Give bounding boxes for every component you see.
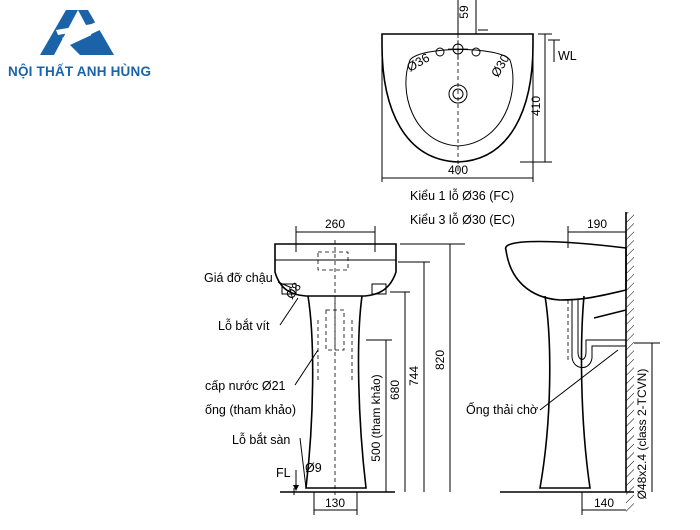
basin-side — [505, 240, 627, 301]
tap-hole-left — [435, 47, 445, 57]
dim-140: 140 — [594, 496, 614, 510]
label-hole-30: Ø30 — [488, 52, 512, 80]
label-screw-hole: Lỗ bắt vít — [218, 318, 270, 333]
dim-744: 744 — [407, 366, 421, 386]
dim-400: 400 — [448, 163, 468, 177]
label-floor-hole: Lỗ bắt sàn — [232, 432, 290, 447]
note-ec: Kiểu 3 lỗ Ø30 (EC) — [410, 212, 515, 227]
tap-hidden — [317, 251, 349, 271]
label-supply-ref: ống (tham khảo) — [205, 403, 296, 417]
basin-bowl-top — [405, 49, 514, 147]
dim-130: 130 — [325, 496, 345, 510]
label-d8: Ø8 — [283, 280, 304, 302]
bracket-right — [371, 283, 387, 295]
dim-410: 410 — [529, 96, 543, 116]
dim-820: 820 — [433, 350, 447, 370]
pedestal-front — [305, 295, 367, 489]
label-bracket: Giá đỡ chậu — [204, 271, 273, 285]
side-view: 190 140 Ø48x2.4 (class 2-TCVN) Ống thải … — [466, 212, 660, 515]
brand-name: NỘI THẤT ANH HÙNG — [8, 64, 152, 79]
note-fc: Kiểu 1 lỗ Ø36 (FC) — [410, 188, 514, 203]
label-supply: cấp nước Ø21 — [205, 379, 286, 393]
wall — [626, 212, 634, 512]
label-wl: WL — [558, 49, 577, 63]
dim-680: 680 — [388, 380, 402, 400]
dim-190: 190 — [587, 217, 607, 231]
dim-500: 500 (tham khảo) — [369, 374, 383, 461]
pedestal-side — [539, 295, 591, 489]
label-d9: Ø9 — [305, 461, 322, 475]
label-fl: FL — [276, 466, 291, 480]
front-view: 260 130 820 744 680 500 (tham khảo) Giá … — [204, 217, 465, 515]
label-pipe-spec: Ø48x2.4 (class 2-TCVN) — [635, 369, 649, 500]
bracket-left — [281, 283, 297, 295]
brand-logo-mark — [40, 10, 130, 55]
tap-hole-right — [471, 47, 481, 57]
brand-logo: NỘI THẤT ANH HÙNG — [0, 0, 190, 95]
label-drain: Ống thải chờ — [466, 402, 538, 417]
drain-trap — [571, 300, 626, 368]
label-hole-36: Ø36 — [405, 51, 433, 75]
dim-59: 59 — [457, 5, 471, 19]
top-view: 59 Ø36 Ø30 WL 410 400 Kiểu 1 lỗ Ø36 (FC)… — [381, 0, 577, 227]
dim-260: 260 — [325, 217, 345, 231]
